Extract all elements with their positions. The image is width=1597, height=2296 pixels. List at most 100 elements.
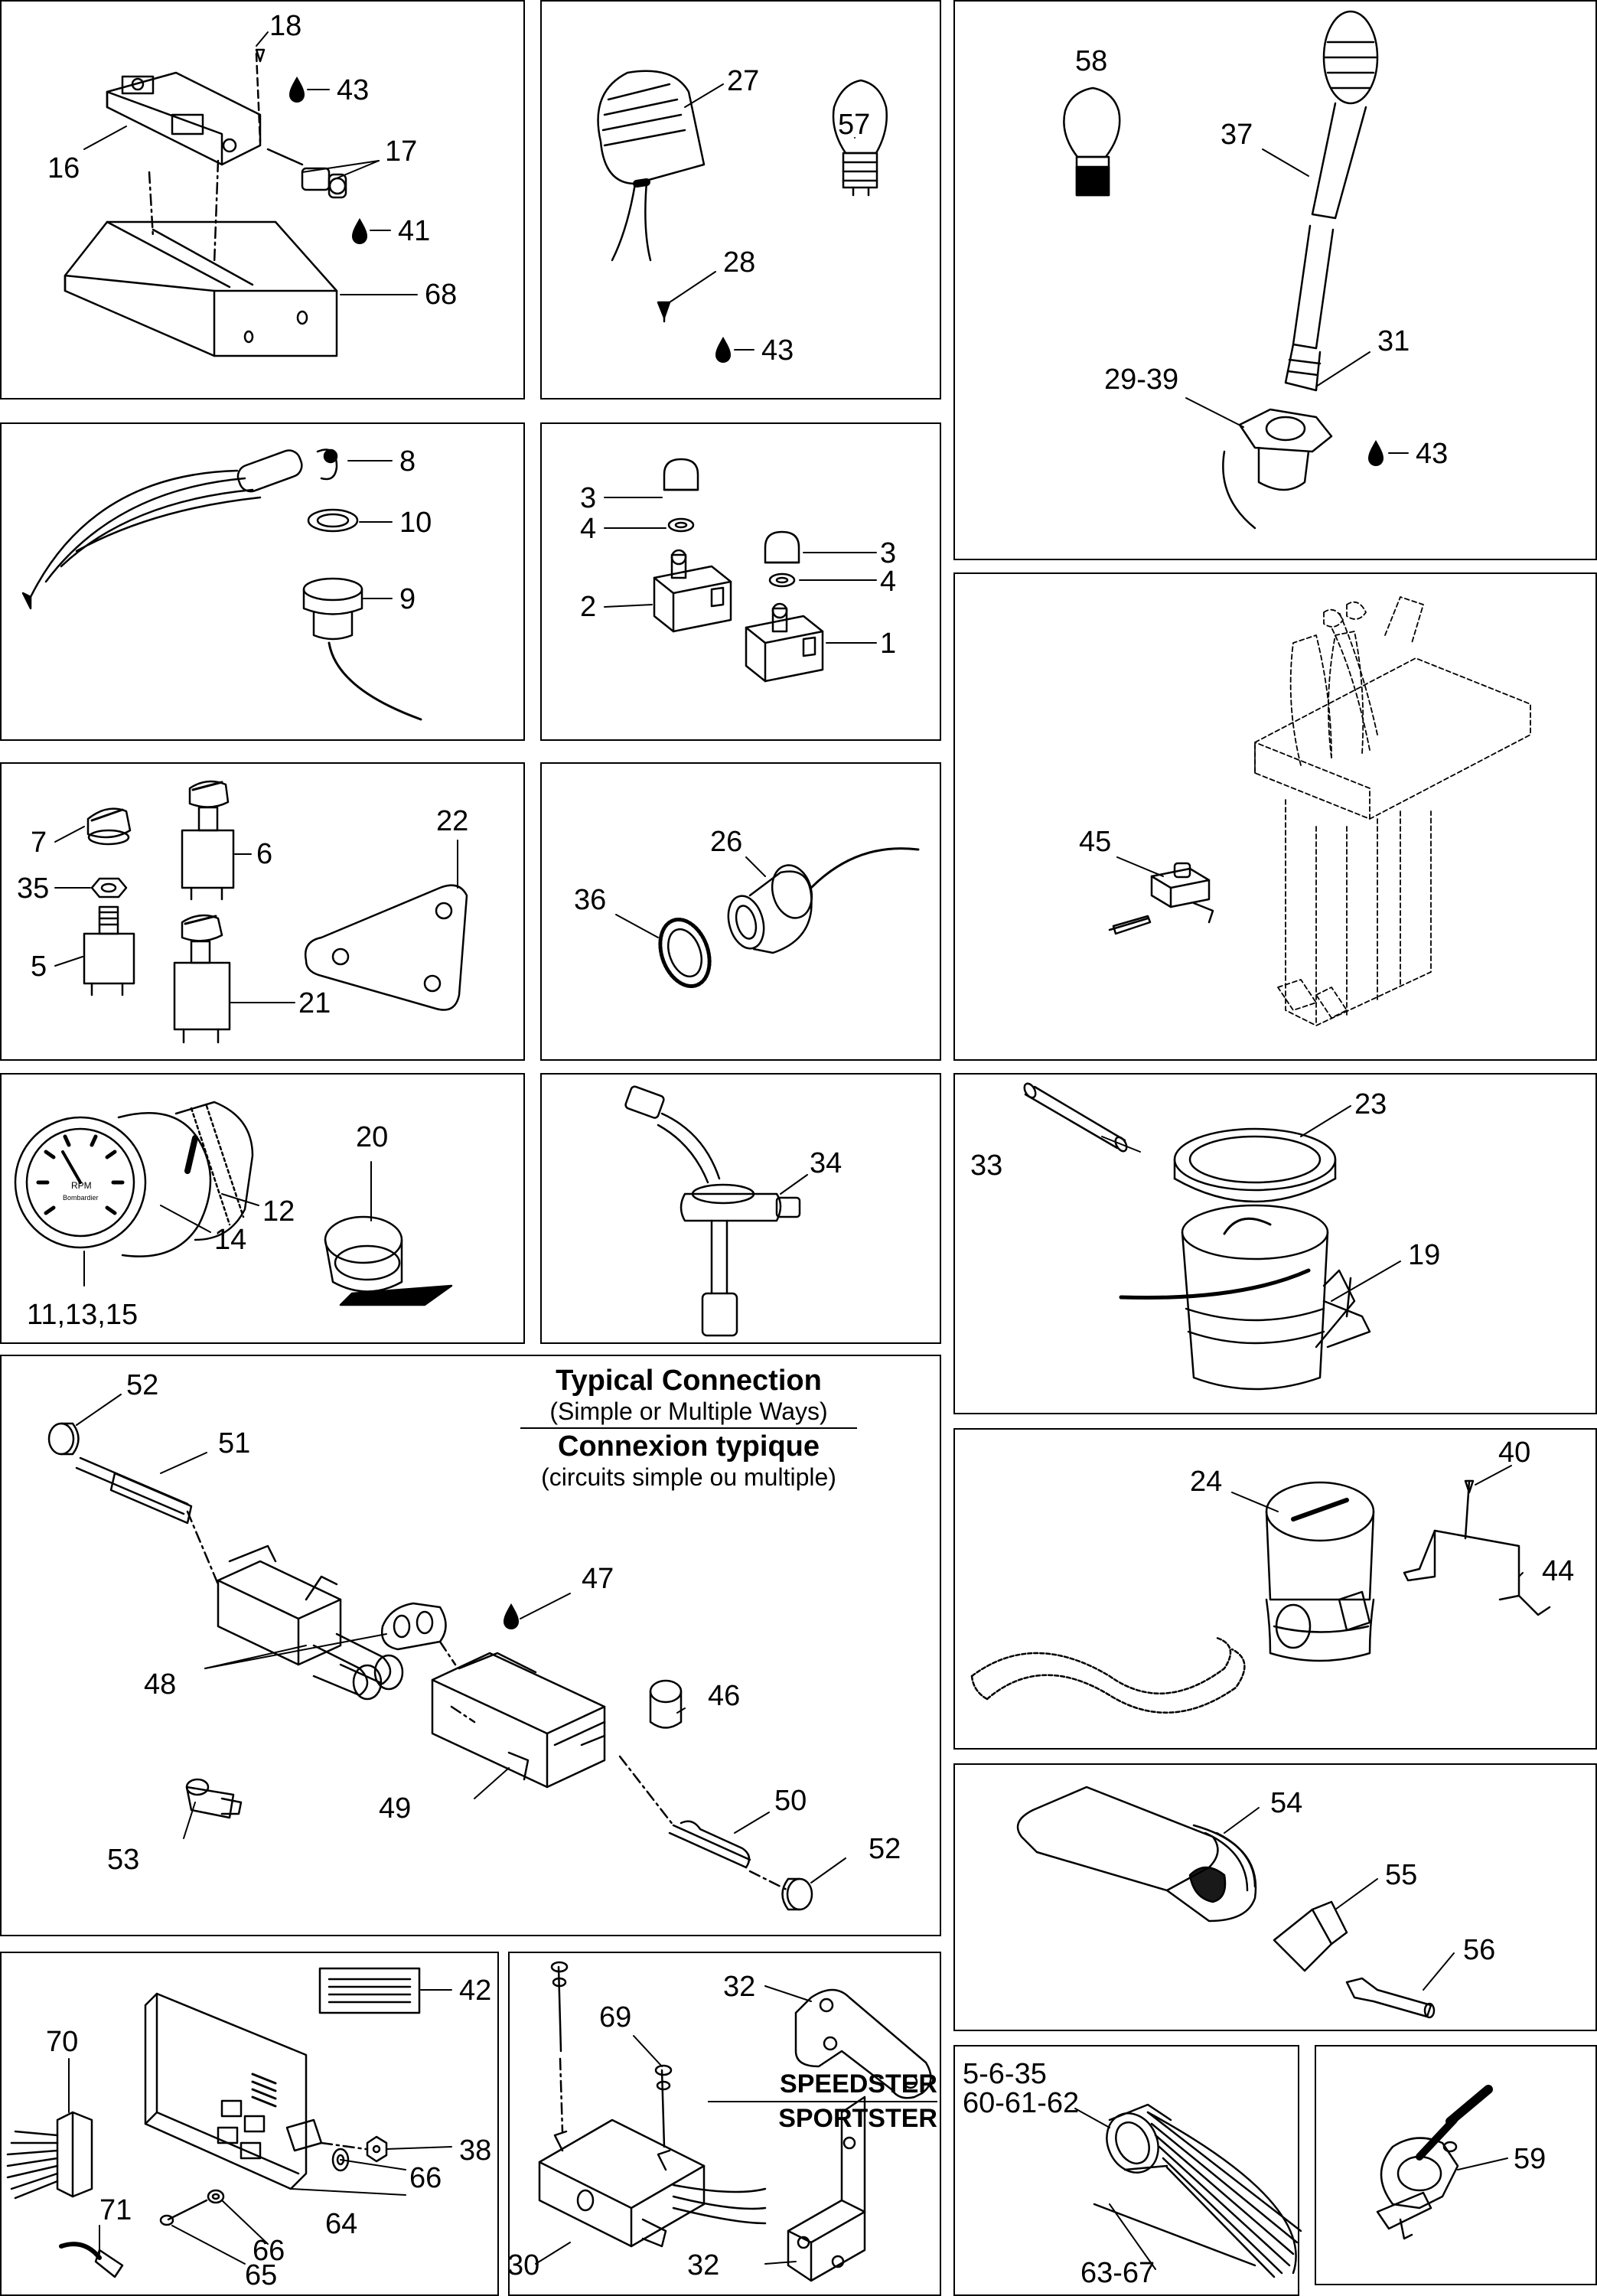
- callout-label: 70: [46, 2026, 78, 2058]
- callout-label: 2: [580, 591, 596, 623]
- callout-label: 48: [144, 1668, 176, 1701]
- panel-12: [0, 1355, 941, 1936]
- callout-label: 58: [1075, 45, 1107, 77]
- callout-label: 26: [710, 826, 742, 858]
- callout-label: 5-6-35: [963, 2058, 1047, 2090]
- part-seal-52b: [781, 1877, 813, 1911]
- callouts-p18: [1457, 2157, 1508, 2170]
- part-cam-45: [1108, 862, 1214, 935]
- callouts-p6: [1116, 856, 1164, 877]
- callout-label: 56: [1463, 1934, 1495, 1966]
- part-switch-2: [653, 549, 732, 633]
- part-module-30: [538, 2118, 767, 2248]
- callout-label: 28: [723, 246, 755, 279]
- part-bulb-57: [832, 79, 888, 197]
- callout-label: 17: [385, 135, 417, 168]
- part-nut-38: [366, 2135, 388, 2163]
- callout-label: 49: [379, 1792, 411, 1825]
- part-label-42: [318, 1967, 421, 2014]
- part-switch-9: [302, 577, 422, 721]
- panel-15: [0, 1952, 499, 2296]
- panel-18: [1315, 2045, 1597, 2285]
- callouts-p15: [68, 1989, 452, 2265]
- part-connector-54: [1016, 1786, 1257, 1923]
- drop-icon: [289, 77, 367, 244]
- part-nut-3b: [764, 530, 800, 564]
- part-pin-56: [1345, 1977, 1436, 2019]
- callout-label: 24: [1190, 1466, 1222, 1498]
- part-bulb-58: [1063, 86, 1121, 197]
- part-shift-lever: [1284, 10, 1379, 392]
- part-clip-8: [316, 448, 338, 481]
- callouts-p4: [347, 460, 393, 599]
- panel-02: [540, 0, 941, 400]
- part-plug-53: [185, 1778, 243, 1819]
- model-label-block: SPEEDSTER SPORTSTER: [708, 2069, 937, 2134]
- part-sensor-34: [624, 1085, 801, 1337]
- part-cap-assembly: [255, 48, 347, 199]
- panel-08: [540, 762, 941, 1061]
- callout-label: 29-39: [1104, 364, 1178, 396]
- callout-label: 16: [47, 152, 80, 184]
- callout-label: 47: [582, 1563, 614, 1595]
- callout-label: 52: [869, 1833, 901, 1865]
- panel-05: [540, 422, 941, 741]
- part-pin-46: [649, 1679, 683, 1729]
- callout-label: 64: [325, 2208, 357, 2240]
- callout-label: 41: [398, 215, 430, 247]
- part-lanyard-coil: [21, 449, 303, 610]
- part-throttle-control: [1254, 596, 1531, 1026]
- callout-label: 30: [507, 2249, 539, 2281]
- part-terminal-51: [75, 1456, 193, 1525]
- dash-dot-lines-p12: [186, 1510, 790, 1892]
- callout-label: 43: [761, 334, 794, 367]
- callout-label: 43: [1416, 438, 1448, 470]
- callout-label: 69: [599, 2001, 631, 2033]
- callout-label: 35: [17, 872, 49, 905]
- callout-label: 5: [31, 951, 47, 983]
- panel-04: [0, 422, 525, 741]
- panel-01: [0, 0, 525, 400]
- callout-label: 6: [256, 838, 272, 870]
- callout-label: 32: [723, 1971, 755, 2003]
- part-lever-base: [1222, 408, 1333, 530]
- callout-label: 3: [880, 537, 896, 569]
- part-screw-69: [550, 1961, 673, 2148]
- panel-07: [0, 762, 525, 1061]
- callouts-p14: [1224, 1807, 1455, 1991]
- gauge-face-subtext: Bombardier: [63, 1194, 99, 1202]
- part-gauge: [14, 1101, 254, 1257]
- part-switch-6: [181, 780, 235, 901]
- callout-label: 43: [337, 74, 369, 106]
- callouts-p7: [54, 826, 458, 1003]
- part-knob-7: [86, 807, 132, 846]
- callout-label: 12: [262, 1195, 295, 1228]
- callout-label: 22: [436, 805, 468, 837]
- part-seal-48: [380, 1602, 447, 1651]
- panel-13: [953, 1428, 1597, 1750]
- callout-label: 31: [1377, 325, 1410, 357]
- part-hose: [970, 1636, 1246, 1714]
- connection-subtitle-en: (Simple or Multiple Ways): [549, 1397, 828, 1425]
- callout-label: 65: [245, 2259, 277, 2291]
- connection-title-block: Typical Connection (Simple or Multiple W…: [520, 1365, 857, 1492]
- callouts-p13: [1231, 1465, 1524, 1577]
- callout-label: 20: [356, 1121, 388, 1153]
- callout-label: 42: [459, 1975, 491, 2007]
- callout-label: 1: [880, 628, 896, 660]
- callout-label: 18: [269, 10, 301, 42]
- part-buzzer-26: [727, 847, 920, 954]
- callout-label: 45: [1079, 826, 1111, 858]
- callout-label: 68: [425, 279, 457, 311]
- panel-14: [953, 1763, 1597, 2031]
- part-switch-21: [173, 914, 231, 1044]
- part-terminal-55: [1273, 1900, 1348, 1972]
- callout-label: 7: [31, 827, 47, 859]
- callout-label: 63-67: [1080, 2257, 1155, 2289]
- part-safety-switch-bracket: [106, 71, 262, 166]
- callouts-p12: [76, 1394, 846, 1883]
- callout-label: 66: [409, 2162, 442, 2194]
- callout-label: 44: [1542, 1555, 1574, 1587]
- dash-dot-lines-p1: [148, 159, 220, 266]
- callouts-p1: [83, 31, 418, 295]
